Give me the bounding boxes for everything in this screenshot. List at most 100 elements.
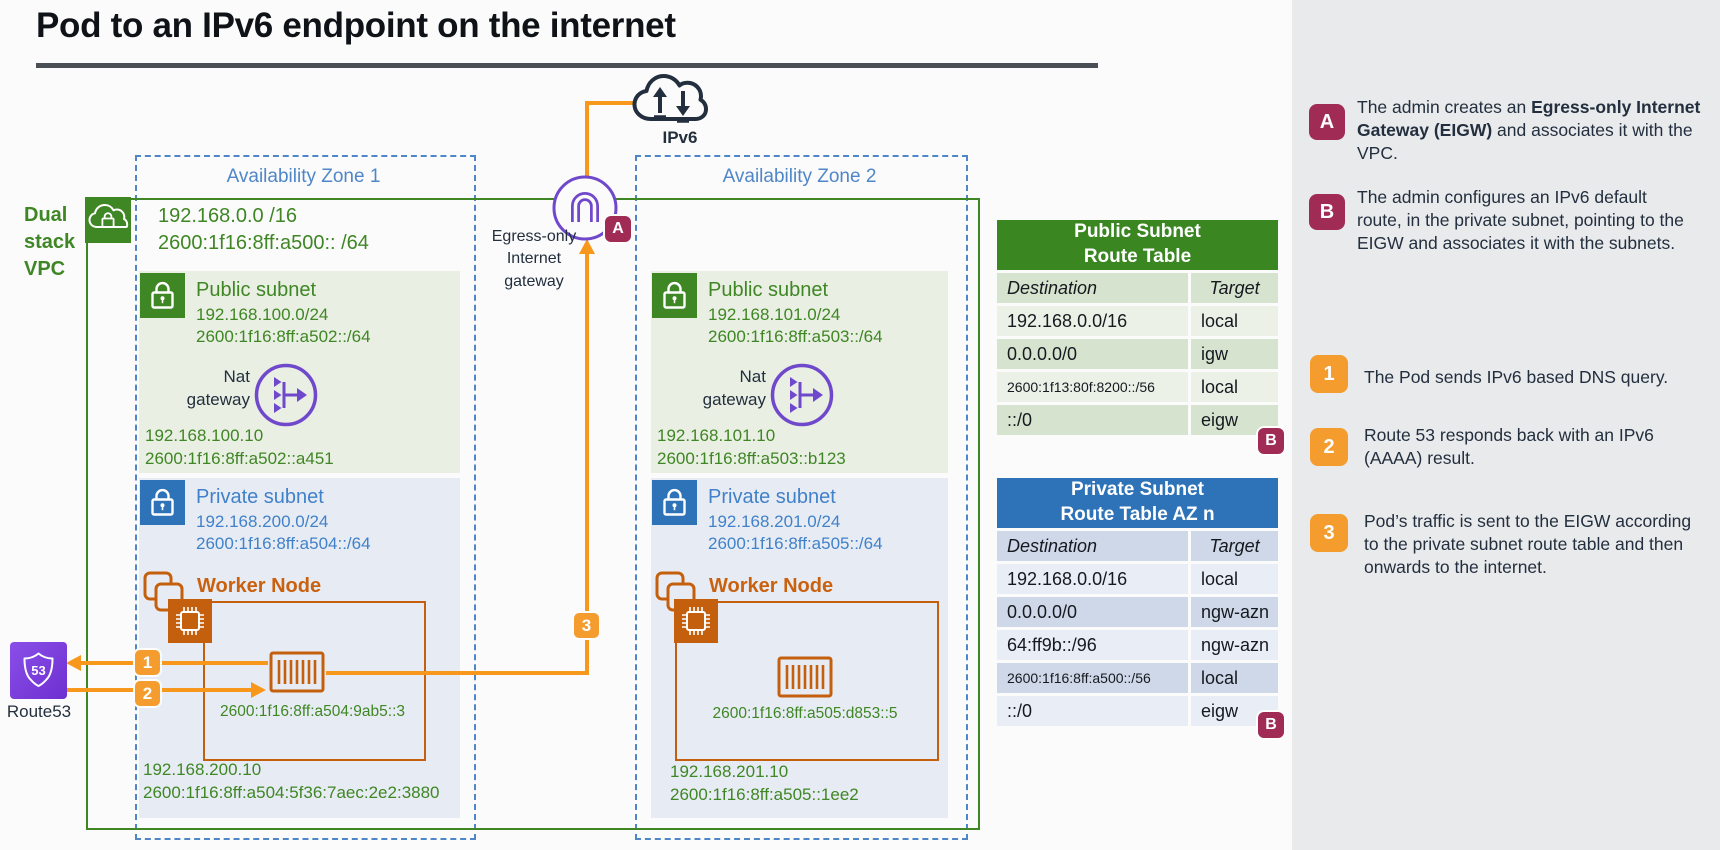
table-row: 2600:1f13:80f:8200::/56 local [997, 372, 1278, 402]
public-subnet-az2-name: Public subnet [708, 279, 829, 301]
private-route-table-title: Private Subnet Route Table AZ n [997, 478, 1278, 528]
flow-badge-3: 3 [572, 611, 601, 640]
public-subnet-az1-lock-icon [140, 273, 185, 318]
flow-badge-2: 2 [133, 679, 162, 708]
nat-gateway-az2-ip-v6: 2600:1f16:8ff:a503::b123 [657, 449, 846, 468]
vpc-cidr-block: 192.168.0.0 /16 2600:1f16:8ff:a500:: /64 [158, 203, 369, 257]
route53-icon: 53 [10, 642, 67, 704]
private-subnet-az1-cidr-v4: 192.168.200.0/24 [196, 512, 329, 531]
public-route-table-note-badge-b: B [1256, 426, 1286, 456]
column-header-target: Target [1191, 531, 1278, 561]
worker-node-az2-label: Worker Node [709, 575, 834, 597]
route-destination: 192.168.0.0/16 [997, 564, 1188, 594]
table-row: ::/0 eigw [997, 405, 1278, 435]
private-subnet-route-table: Private Subnet Route Table AZ n Destinat… [997, 478, 1278, 726]
svg-text:53: 53 [31, 663, 45, 678]
private-subnet-az1-name: Private subnet [196, 486, 324, 508]
pod-az2-icon [776, 655, 834, 704]
route-destination: ::/0 [997, 405, 1188, 435]
instance-chip-az1-icon [168, 599, 212, 648]
page-title: Pod to an IPv6 endpoint on the internet [36, 6, 676, 45]
private-subnet-az2-name: Private subnet [708, 486, 836, 508]
column-header-destination: Destination [997, 531, 1188, 561]
worker-node-az1-ip-v4: 192.168.200.10 [143, 760, 262, 779]
availability-zone-1-box [135, 155, 476, 840]
vpc-cidr-v4: 192.168.0.0 /16 [158, 205, 298, 227]
route-destination: 64:ff9b::/96 [997, 630, 1188, 660]
eigw-note-badge-a: A [603, 214, 633, 244]
pod-az1-icon [268, 650, 326, 699]
table-row: 0.0.0.0/0 ngw-azn [997, 597, 1278, 627]
public-subnet-az1-cidr-v6: 2600:1f16:8ff:a502::/64 [196, 327, 371, 346]
eigw-label: Egress-only Internet gateway [491, 228, 577, 290]
public-subnet-az1-area [139, 271, 460, 473]
nat-gateway-az2-icon [769, 362, 835, 433]
instance-chip-az2-icon [674, 599, 718, 648]
nat-gateway-az1-icon [253, 362, 319, 433]
route-destination: ::/0 [997, 696, 1188, 726]
internet-ipv6-label: IPv6 [662, 128, 698, 147]
nat-gateway-az1-ip-v4: 192.168.100.10 [145, 426, 264, 445]
availability-zone-2-box [635, 155, 968, 840]
table-row: Destination Target [997, 273, 1278, 303]
public-subnet-az2-area [651, 271, 948, 473]
public-subnet-az2-cidr-v4: 192.168.101.0/24 [708, 305, 841, 324]
route-target: igw [1191, 339, 1278, 369]
title-underline [36, 63, 1098, 68]
egress-only-internet-gateway-icon [551, 174, 619, 247]
internet-ipv6-cloud-icon [630, 70, 710, 135]
vpc-label: Dual stack VPC [24, 204, 76, 280]
private-route-table-note-badge-b: B [1256, 710, 1286, 740]
route-destination: 2600:1f13:80f:8200::/56 [997, 372, 1188, 402]
nat-gateway-az1-ip-v6: 2600:1f16:8ff:a502::a451 [145, 449, 334, 468]
table-row: 2600:1f16:8ff:a500::/56 local [997, 663, 1278, 693]
private-subnet-az1-cidr-v6: 2600:1f16:8ff:a504::/64 [196, 534, 371, 553]
public-route-table-title: Public Subnet Route Table [997, 220, 1278, 270]
vpc-cloud-icon [85, 197, 131, 243]
table-row: 64:ff9b::/96 ngw-azn [997, 630, 1278, 660]
private-subnet-az1-lock-icon [140, 480, 185, 525]
flow-badge-1: 1 [133, 648, 162, 677]
route53-label: Route53 [6, 702, 72, 721]
private-subnet-az2-cidr-v4: 192.168.201.0/24 [708, 512, 841, 531]
public-subnet-az2-lock-icon [652, 273, 697, 318]
worker-node-az1-ip-v6: 2600:1f16:8ff:a504:5f36:7aec:2e2:3880 [143, 783, 440, 802]
vpc-cidr-v6: 2600:1f16:8ff:a500:: /64 [158, 232, 369, 254]
column-header-destination: Destination [997, 273, 1188, 303]
worker-node-az1-box [203, 601, 426, 761]
private-subnet-az2-area [651, 478, 948, 818]
flow-note-text-2: Route 53 responds back with an IPv6 (AAA… [1364, 425, 1654, 469]
route-destination: 0.0.0.0/0 [997, 597, 1188, 627]
flow-note-badge-2: 2 [1310, 428, 1348, 466]
private-subnet-az2-lock-icon [652, 480, 697, 525]
table-row: 192.168.0.0/16 local [997, 564, 1278, 594]
route-target: ngw-azn [1191, 597, 1278, 627]
public-subnet-az1-cidr-v4: 192.168.100.0/24 [196, 305, 329, 324]
route-target: ngw-azn [1191, 630, 1278, 660]
public-subnet-az1-name: Public subnet [196, 279, 317, 301]
flow-note-badge-1: 1 [1310, 355, 1348, 393]
flow-note-text-1: The Pod sends IPv6 based DNS query. [1364, 367, 1669, 387]
route-destination: 2600:1f16:8ff:a500::/56 [997, 663, 1188, 693]
private-subnet-az1-area [139, 478, 460, 818]
note-text-b: The admin configures an IPv6 default rou… [1357, 187, 1684, 254]
route-target: local [1191, 306, 1278, 336]
worker-node-az2-ip-v4: 192.168.201.10 [670, 762, 789, 781]
private-subnet-az2-cidr-v6: 2600:1f16:8ff:a505::/64 [708, 534, 883, 553]
route-target: local [1191, 663, 1278, 693]
column-header-target: Target [1191, 273, 1278, 303]
route-target: local [1191, 372, 1278, 402]
route-target: local [1191, 564, 1278, 594]
nat-gateway-az2-ip-v4: 192.168.101.10 [657, 426, 776, 445]
note-badge-a: A [1309, 104, 1345, 140]
availability-zone-2-title: Availability Zone 2 [722, 166, 877, 187]
flow-note-badge-3: 3 [1310, 514, 1348, 552]
flow-note-text-3: Pod’s traffic is sent to the EIGW accord… [1364, 511, 1692, 578]
table-row: 0.0.0.0/0 igw [997, 339, 1278, 369]
note-badge-b: B [1309, 194, 1345, 230]
availability-zone-1-title: Availability Zone 1 [226, 166, 381, 187]
table-row: 192.168.0.0/16 local [997, 306, 1278, 336]
route-destination: 192.168.0.0/16 [997, 306, 1188, 336]
